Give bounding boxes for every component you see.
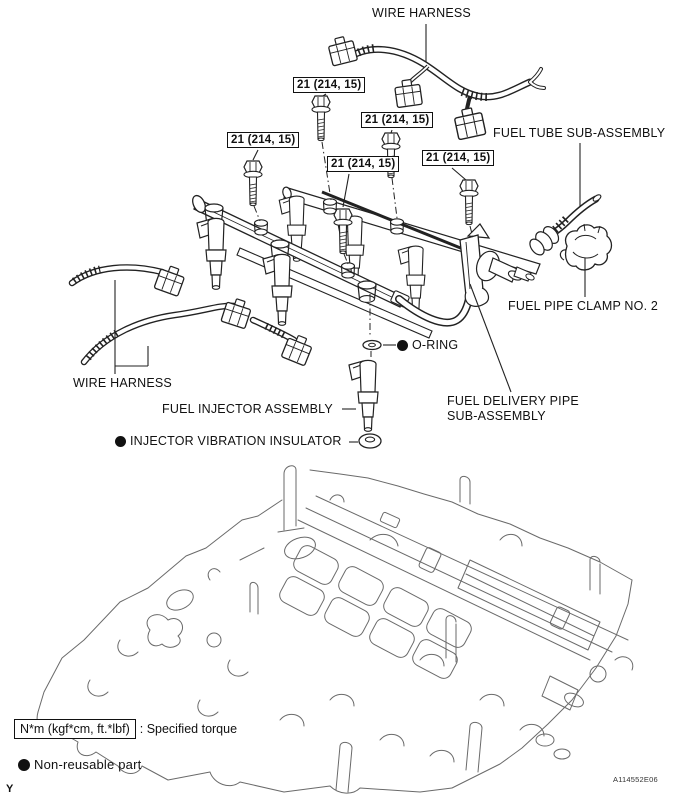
torque-spec-box-5: 21 (214, 15) bbox=[422, 150, 495, 166]
torque-spec-box-1: 21 (214, 15) bbox=[293, 77, 366, 93]
engine-block-drawing bbox=[36, 465, 634, 794]
fuel-tube-drawing bbox=[529, 194, 602, 256]
legend-torque-desc: : Specified torque bbox=[139, 722, 238, 736]
wire-harness-left-drawing bbox=[68, 264, 298, 366]
legend-non-reusable-text: Non-reusable part bbox=[34, 757, 142, 772]
wire-harness-top-drawing bbox=[335, 44, 546, 115]
legend-torque-unit-box: N*m (kgf*cm, ft.*lbf) bbox=[14, 719, 136, 739]
label-fuel-injector-assembly: FUEL INJECTOR ASSEMBLY bbox=[162, 402, 333, 416]
fuel-pipe-clamp-drawing bbox=[559, 223, 613, 271]
fuel-injector-front-2 bbox=[262, 253, 293, 326]
harness-connector-2 bbox=[393, 77, 424, 109]
label-wire-harness-left: WIRE HARNESS bbox=[73, 376, 172, 390]
non-reusable-bullet-icon bbox=[115, 436, 126, 447]
rail-bolt-1 bbox=[311, 95, 331, 142]
non-reusable-bullet-icon bbox=[397, 340, 408, 351]
torque-spec-box-4: 21 (214, 15) bbox=[361, 112, 434, 128]
label-fuel-tube-sub-assembly: FUEL TUBE SUB-ASSEMBLY bbox=[493, 126, 666, 140]
leader-lines bbox=[114, 24, 586, 443]
delivery-pipe-outlet-drawing bbox=[459, 223, 535, 307]
torque-spec-box-2: 21 (214, 15) bbox=[227, 132, 300, 148]
harness-connector-left-2 bbox=[220, 295, 254, 330]
assembly-centerlines bbox=[253, 141, 474, 357]
legend-non-reusable: Non-reusable part bbox=[18, 758, 141, 772]
label-fuel-delivery-pipe: FUEL DELIVERY PIPE SUB-ASSEMBLY bbox=[447, 394, 579, 424]
rail-bolt-2 bbox=[243, 160, 263, 207]
vibration-insulator-drawing bbox=[358, 433, 382, 449]
harness-connector-3 bbox=[452, 105, 487, 141]
label-fuel-pipe-clamp: FUEL PIPE CLAMP NO. 2 bbox=[508, 299, 659, 313]
label-insulator-text: INJECTOR VIBRATION INSULATOR bbox=[130, 434, 342, 448]
torque-spec-box-3: 21 (214, 15) bbox=[327, 156, 400, 172]
label-fuel-delivery-pipe-line2: SUB-ASSEMBLY bbox=[447, 409, 546, 423]
page-marker: Y bbox=[6, 783, 14, 795]
removed-fuel-injector-drawing bbox=[348, 359, 379, 432]
fuel-injector-front-1 bbox=[196, 217, 227, 290]
o-ring-drawing bbox=[362, 339, 382, 351]
rail-bolt-5 bbox=[459, 179, 479, 226]
label-wire-harness-top: WIRE HARNESS bbox=[372, 6, 471, 20]
figure-id: A114552E06 bbox=[613, 775, 658, 784]
harness-connector-1 bbox=[326, 34, 359, 67]
non-reusable-bullet-icon bbox=[18, 759, 30, 771]
label-o-ring: O-RING bbox=[397, 338, 458, 352]
label-fuel-delivery-pipe-line1: FUEL DELIVERY PIPE bbox=[447, 394, 579, 408]
legend-torque: N*m (kgf*cm, ft.*lbf) : Specified torque bbox=[14, 719, 237, 739]
label-o-ring-text: O-RING bbox=[412, 338, 459, 352]
label-injector-vibration-insulator: INJECTOR VIBRATION INSULATOR bbox=[115, 434, 342, 448]
